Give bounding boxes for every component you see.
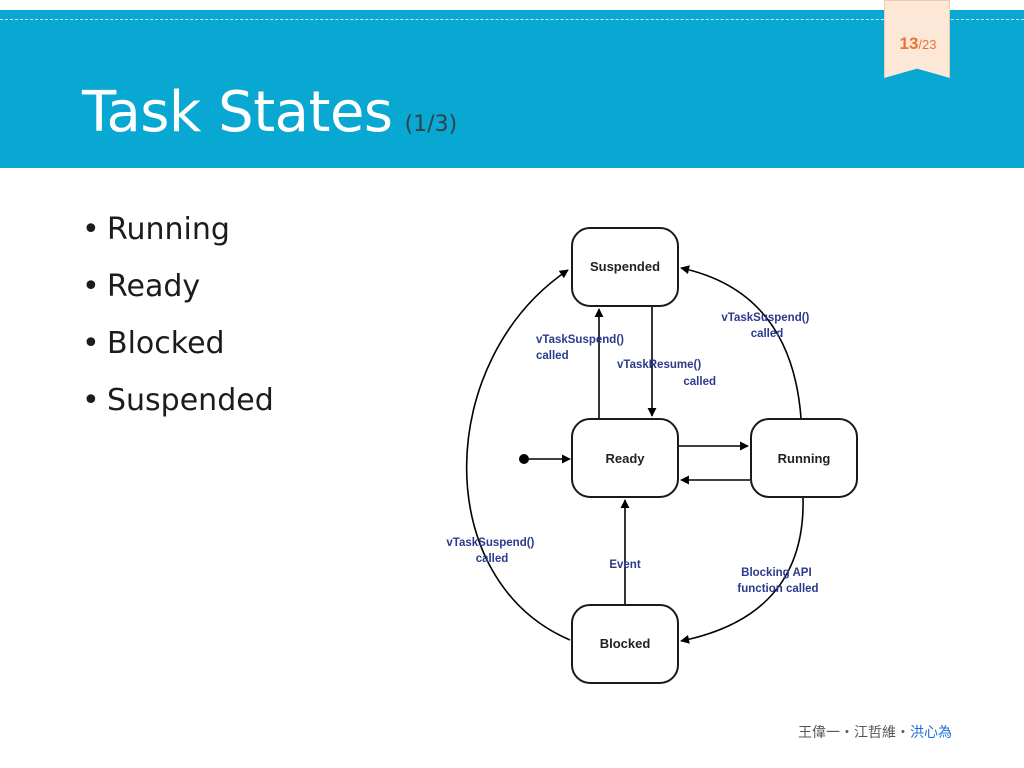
bullet-text: Blocked [107,326,225,361]
state-blocked: Blocked [571,604,679,684]
page-number: 13/23 [890,34,946,54]
edge-running-to-suspended [680,265,802,419]
bullet-text: Ready [107,269,201,304]
slide-title: Task States (1/3) [82,80,457,145]
state-running-label: Running [778,451,831,466]
bullet-item: •Running [82,208,274,265]
edge-label-suspended-to-ready: vTaskResume() called [617,359,716,388]
state-blocked-label: Blocked [600,636,651,651]
bullet-text: Suspended [107,383,274,418]
state-ready-label: Ready [605,451,645,466]
bullet-icon: • [82,383,100,418]
edge-label-blocked-to-ready: Event [609,559,640,571]
bullet-item: •Suspended [82,379,274,436]
page-total: /23 [918,37,937,52]
footer-authors: 王偉一・江哲維・ [798,725,910,741]
state-ready: Ready [571,418,679,498]
slide-header [0,10,1024,168]
edge-label-running-to-suspended: vTaskSuspend() called [721,312,812,340]
title-subtitle: (1/3) [404,112,458,137]
header-dashed-line [0,19,1024,20]
bullet-icon: • [82,326,100,361]
slide-footer: 王偉一・江哲維・洪心為 [798,722,952,742]
bullet-list: •Running •Ready •Blocked •Suspended [82,208,274,436]
bullet-icon: • [82,269,100,304]
initial-state-dot [519,454,529,464]
edge-label-ready-to-suspended: vTaskSuspend() called [536,334,627,362]
top-margin [0,0,1024,10]
footer-author-highlight: 洪心為 [910,725,952,741]
state-running: Running [750,418,858,498]
bullet-item: •Ready [82,265,274,322]
bullet-item: •Blocked [82,322,274,379]
edge-running-to-blocked [680,497,804,644]
edge-label-blocked-to-suspended: vTaskSuspend() called [446,537,537,565]
edge-label-running-to-blocked: Blocking API function called [737,567,818,595]
bullet-icon: • [82,212,100,247]
state-suspended: Suspended [571,227,679,307]
edge-blocked-to-suspended [465,269,571,641]
bullet-text: Running [107,212,230,247]
title-text: Task States [82,80,393,145]
state-suspended-label: Suspended [590,259,660,274]
page-current: 13 [899,34,919,53]
